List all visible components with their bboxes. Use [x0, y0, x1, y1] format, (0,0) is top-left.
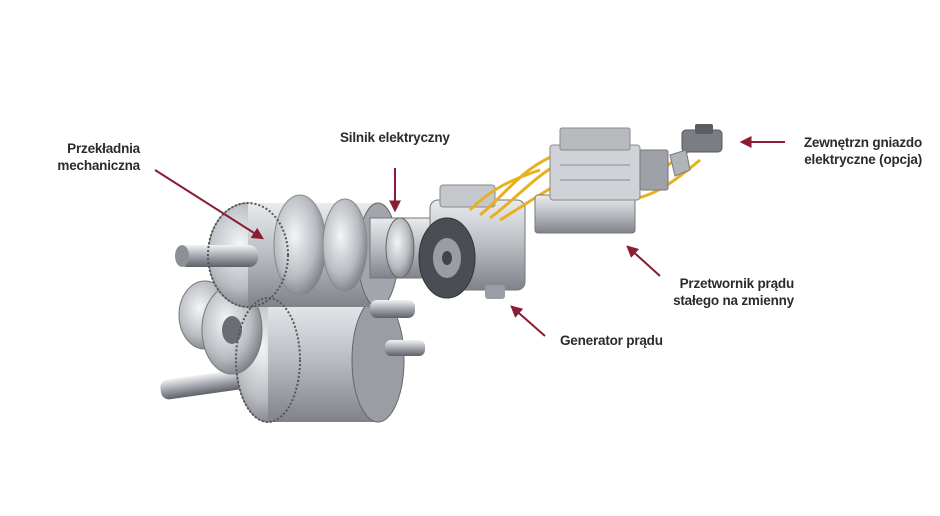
- label-gearbox: Przekładnia mechaniczna: [40, 140, 140, 174]
- external-socket-illustration: [669, 124, 723, 177]
- label-motor: Silnik elektryczny: [340, 129, 450, 146]
- label-generator-line1: Generator prądu: [560, 333, 663, 348]
- label-socket: Zewnętrzn gniazdo elektryczne (opcja): [790, 134, 922, 168]
- callout-arrows: [154, 136, 785, 337]
- arrow-gearbox: [154, 169, 265, 240]
- label-gearbox-line2: mechaniczna: [57, 158, 140, 173]
- label-inverter-line2: stałego na zmienny: [673, 293, 794, 308]
- label-socket-line1: Zewnętrzn gniazdo: [803, 135, 922, 150]
- label-inverter: Przetwornik prądu stałego na zmienny: [664, 275, 794, 309]
- label-gearbox-line1: Przekładnia: [67, 141, 140, 156]
- arrow-generator: [510, 305, 546, 337]
- label-socket-line2: elektryczne (opcja): [804, 152, 922, 167]
- label-motor-line1: Silnik elektryczny: [340, 130, 450, 145]
- arrow-inverter: [626, 245, 661, 277]
- generator-illustration: [418, 184, 526, 299]
- label-generator: Generator prądu: [560, 332, 663, 349]
- label-inverter-line1: Przetwornik prądu: [679, 276, 795, 291]
- inverter-illustration: [534, 127, 669, 234]
